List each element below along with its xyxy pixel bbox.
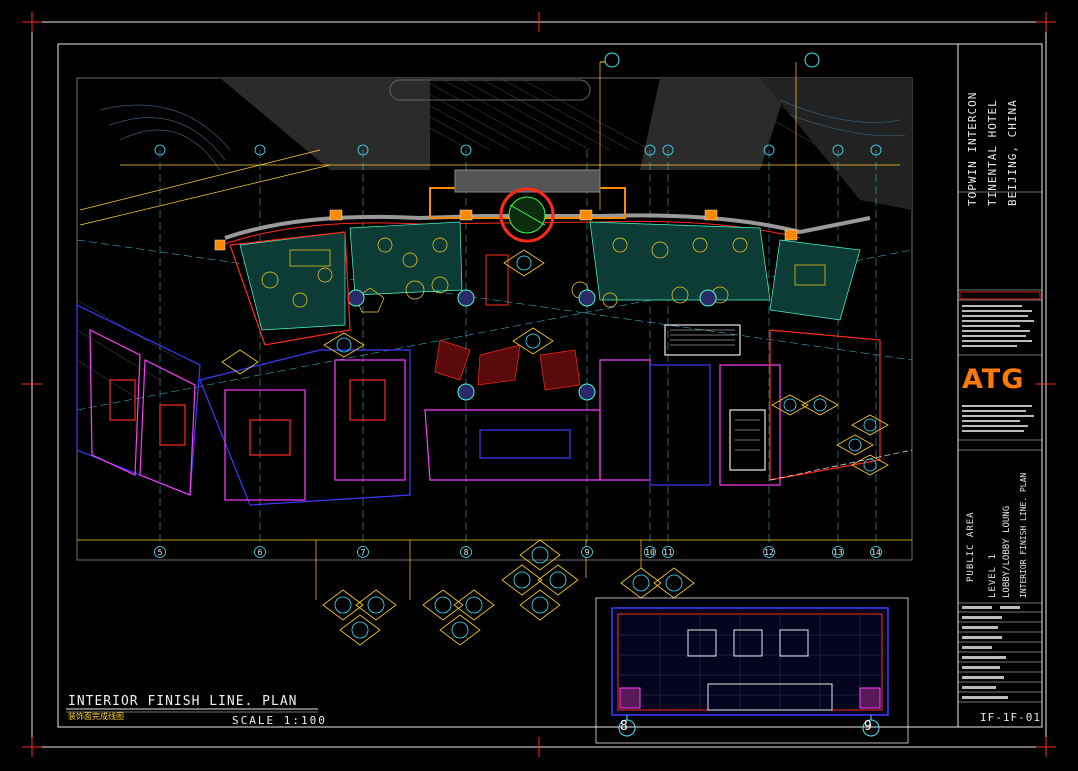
title-block-stamp-bar (959, 291, 1041, 300)
axis-bubble (357, 546, 369, 558)
axis-label-8: 8 (464, 548, 469, 557)
bar-area (434, 339, 581, 391)
axis-label-10: 10 (645, 548, 655, 557)
left-wing-rooms (76, 304, 411, 506)
project-location: BEIJING, CHINA (1006, 99, 1019, 206)
site-boundary-line (769, 449, 913, 481)
axis-label-14: 14 (871, 548, 881, 557)
axis-bubbles-top (154, 144, 882, 156)
axis-bubble (581, 546, 593, 558)
area-public: PUBLIC AREA (966, 511, 976, 582)
lounge-zones (239, 221, 861, 331)
site-area-right (640, 78, 790, 170)
atg-logo: ATG (962, 364, 1025, 395)
axis-label-5: 5 (158, 548, 163, 557)
axis-bubble (832, 546, 844, 558)
axis-bubbles-bottom: 5 6 7 8 9 10 11 12 13 14 (154, 546, 882, 558)
axis-bubble (644, 546, 656, 558)
axis-label-11: 11 (663, 548, 673, 557)
key-plan-frame (595, 597, 909, 744)
axis-label-7: 7 (361, 548, 366, 557)
entrance-canopy (389, 79, 591, 101)
title-block-fine-text (962, 305, 1034, 699)
detail-markers (214, 209, 798, 251)
elevation-markers (221, 249, 889, 646)
axis-grid (76, 150, 913, 550)
axis-bubble (254, 546, 266, 558)
corner-marks (22, 12, 1056, 757)
axis-label-6: 6 (258, 548, 263, 557)
site-area-far-right (760, 78, 912, 210)
plan-title: INTERIOR FINISH LINE. PLAN (68, 694, 298, 709)
site-area-left (220, 78, 430, 170)
drawing-number: IF-1F-01 (980, 711, 1041, 724)
axis-label-9: 9 (585, 548, 590, 557)
plan-title-chinese: 装饰面完成线图 (68, 712, 124, 721)
escalator-stairs (670, 329, 760, 451)
dimension-lines (77, 62, 912, 600)
axis-bubble (662, 546, 674, 558)
plan-viewport (76, 77, 913, 561)
key-plan (611, 607, 889, 737)
columns (347, 289, 717, 401)
left-lounge-walls (229, 231, 351, 346)
axis-bubble (460, 546, 472, 558)
axis-label-12: 12 (764, 548, 774, 557)
driveway-curves (99, 99, 906, 171)
key-plan-axis-8: 8 (620, 719, 628, 734)
title-block-rows (958, 191, 1042, 703)
entrance-rotunda (429, 169, 626, 306)
lounge-furniture (261, 237, 826, 313)
area-level: LEVEL 1 (988, 553, 998, 598)
key-plan-axis-9: 9 (864, 719, 872, 734)
project-name-line-1: TOPWIN INTERCON (966, 91, 979, 206)
project-name-line-2: TINENTAL HOTEL (986, 99, 999, 206)
title-block (957, 43, 1043, 728)
central-service-rooms (424, 324, 881, 486)
axis-label-13: 13 (833, 548, 843, 557)
area-drawing-title: INTERIOR FINISH LINE. PLAN (1019, 472, 1028, 598)
area-lobby: LOBBY/LOBBY LOUNG (1002, 505, 1012, 598)
top-callouts (600, 52, 820, 68)
axis-bubble (154, 546, 166, 558)
axis-bubble (763, 546, 775, 558)
axis-bubble (870, 546, 882, 558)
plan-scale: SCALE 1:100 (232, 714, 327, 727)
